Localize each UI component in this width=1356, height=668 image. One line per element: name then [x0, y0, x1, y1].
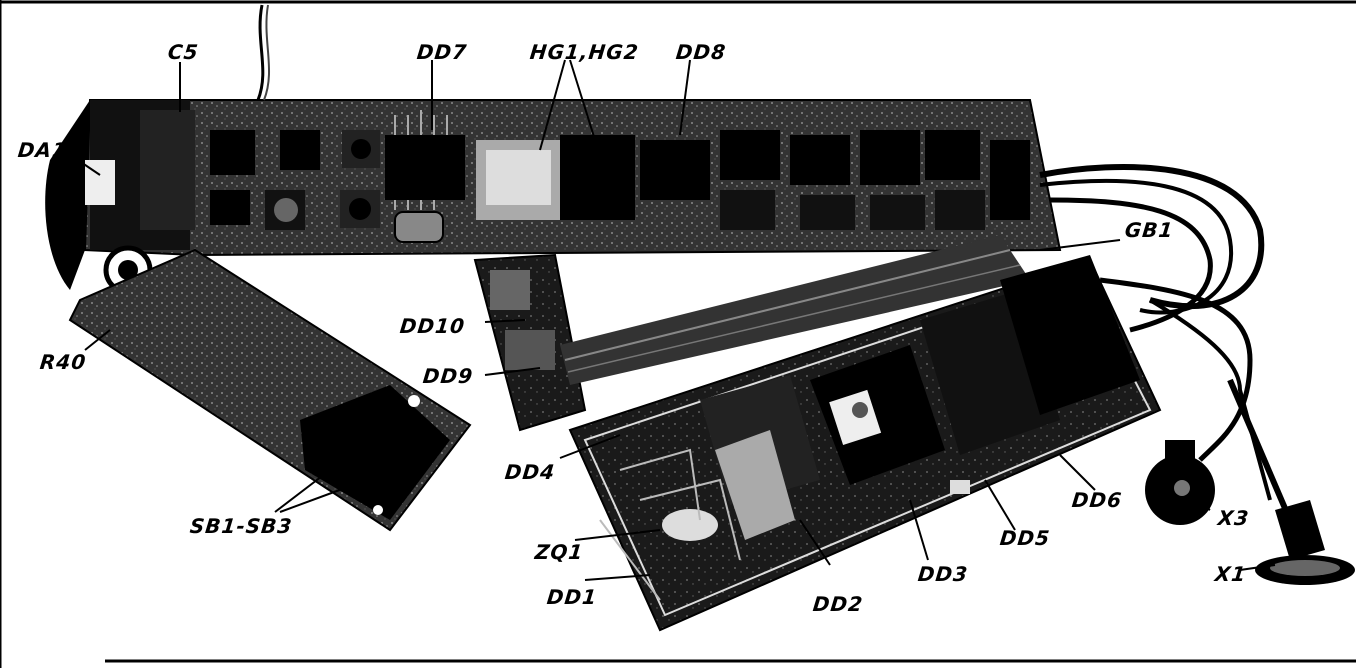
- label-sb1-sb3: SB1-SB3: [188, 514, 294, 538]
- button-board: [68, 248, 472, 532]
- label-gb1: GB1: [1123, 218, 1175, 242]
- label-r40: R40: [38, 350, 88, 374]
- label-dd10: DD10: [398, 314, 467, 338]
- main-board: [568, 255, 1162, 632]
- x3-connector: [1145, 440, 1215, 525]
- label-x3: X3: [1216, 506, 1251, 530]
- left-bracket: [45, 100, 195, 295]
- label-dd3: DD3: [916, 562, 970, 586]
- x1-connector: [1255, 500, 1355, 585]
- label-dd2: DD2: [811, 592, 865, 616]
- leader-lines: [59, 59, 1276, 581]
- label-dd7: DD7: [415, 40, 469, 64]
- label-x1: X1: [1213, 562, 1248, 586]
- label-hg1-hg2: HG1,HG2: [528, 40, 641, 64]
- label-c5: C5: [166, 40, 200, 64]
- wire-bundle: [1039, 164, 1293, 522]
- label-dd8: DD8: [674, 40, 728, 64]
- label-da1: DA1: [16, 138, 69, 162]
- label-dd9: DD9: [421, 364, 475, 388]
- label-dd1: DD1: [545, 585, 599, 609]
- ribbon-cable: [560, 235, 1030, 385]
- label-dd4: DD4: [503, 460, 557, 484]
- label-dd6: DD6: [1070, 488, 1124, 512]
- small-board: [473, 253, 587, 432]
- label-zq1: ZQ1: [533, 540, 585, 564]
- label-dd5: DD5: [998, 526, 1052, 550]
